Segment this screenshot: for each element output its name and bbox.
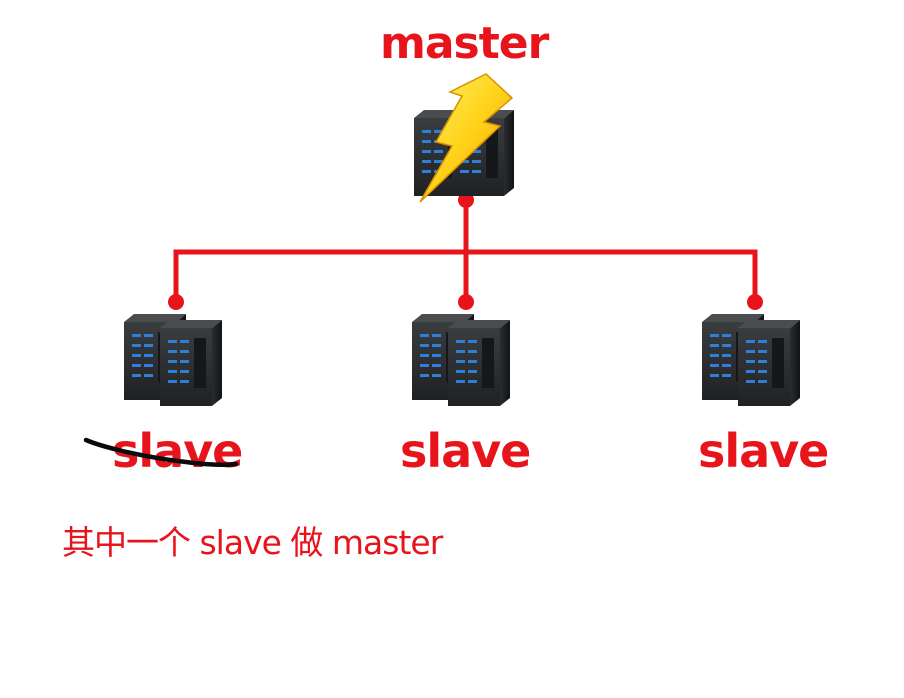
lightning-bolt-icon <box>419 73 514 203</box>
slave-label-2: slave <box>400 424 531 478</box>
slave-3-connector-dot <box>747 294 763 310</box>
slave-2-connector-dot <box>458 294 474 310</box>
master-server-icon <box>414 73 514 203</box>
slave-label-1: slave <box>112 424 243 478</box>
branch-line <box>173 249 758 302</box>
slave-1-connector-dot <box>168 294 184 310</box>
connector-lines <box>173 200 758 302</box>
slave-server-icon-3 <box>702 314 800 406</box>
slave-server-icon-2 <box>412 314 510 406</box>
master-connector-dot <box>458 192 474 208</box>
annotation-caption: 其中一个 slave 做 master <box>62 523 443 562</box>
slave-server-icon-1 <box>124 314 222 406</box>
slave-label-3: slave <box>698 424 829 478</box>
master-label: master <box>380 18 549 69</box>
